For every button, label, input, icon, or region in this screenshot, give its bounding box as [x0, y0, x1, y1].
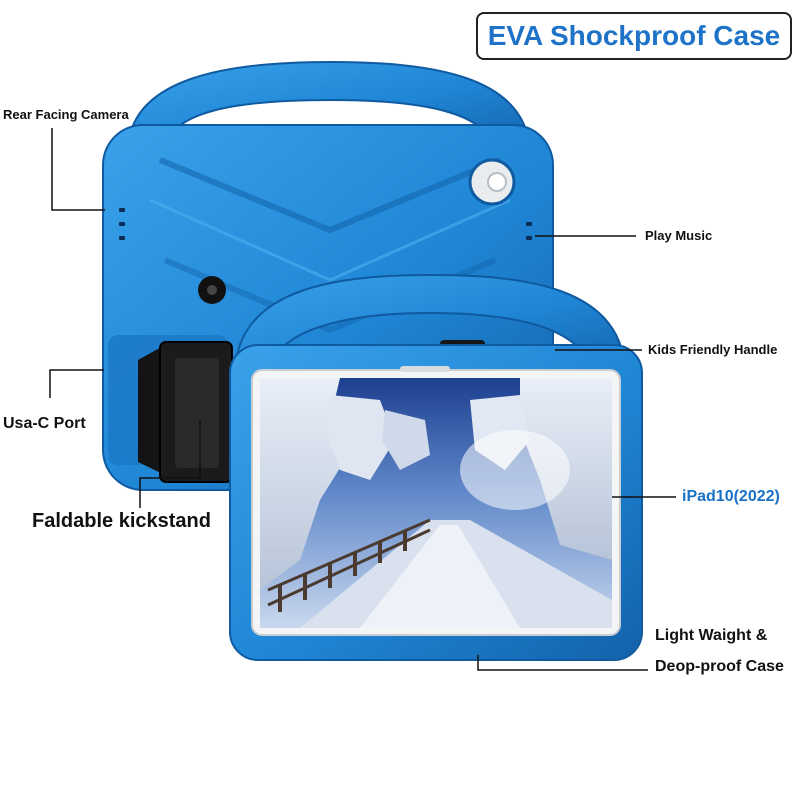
speaker-holes-left: [119, 208, 125, 240]
label-handle: Kids Friendly Handle: [648, 342, 778, 357]
label-model: iPad10(2022): [682, 488, 780, 505]
page-title: EVA Shockproof Case: [476, 12, 792, 60]
label-play-music: Play Music: [645, 228, 713, 243]
label-light-weight-line2: Deop-proof Case: [655, 658, 784, 675]
front-case: [229, 273, 643, 661]
label-rear-camera: Rear Facing Camera: [3, 107, 129, 122]
callout-weight-line: [477, 655, 648, 671]
label-kickstand: Faldable kickstand: [32, 510, 211, 532]
label-light-weight-line1: Light Waight &: [655, 627, 768, 644]
callout-rear-camera-line: [51, 128, 105, 211]
tablet-screen: [260, 378, 612, 628]
camera-lens: [487, 172, 507, 192]
speaker-holes-right: [526, 222, 532, 240]
callout-kickstand-line: [139, 420, 201, 508]
label-usb-c: Usa-C Port: [3, 415, 86, 432]
callout-lines: [49, 128, 676, 671]
callout-usbc-line: [49, 369, 104, 398]
